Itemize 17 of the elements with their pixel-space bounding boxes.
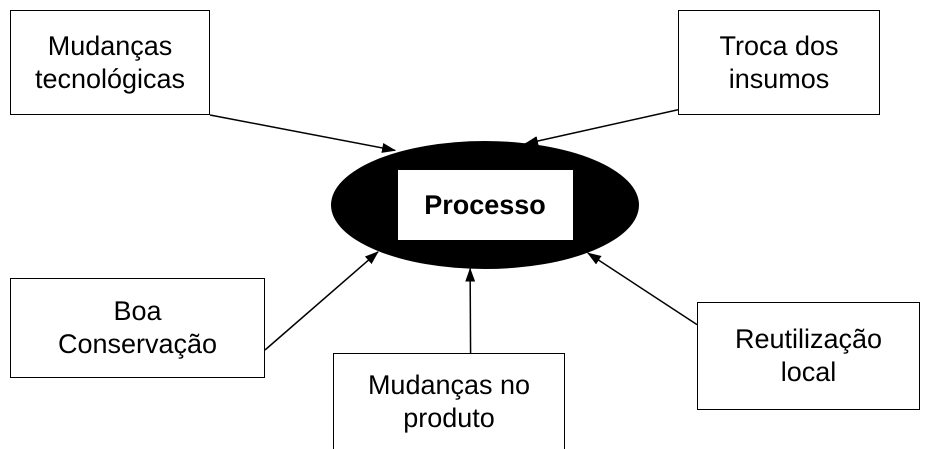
factor-label: Reutilização local — [734, 323, 884, 389]
factor-box — [697, 302, 920, 410]
factor-label: Mudanças tecnológicas — [34, 30, 186, 96]
process-ellipse — [330, 140, 640, 270]
arrow — [264, 251, 379, 351]
arrow — [587, 252, 698, 326]
process-label: Processo — [398, 170, 572, 240]
factor-label: Troca dos insumos — [718, 30, 840, 96]
factor-box — [10, 10, 210, 115]
arrow — [465, 268, 476, 353]
factor-box — [333, 353, 565, 449]
factor-box — [678, 10, 880, 115]
arrow — [210, 114, 396, 153]
arrow — [524, 109, 678, 146]
factor-label: Boa Conservação — [56, 295, 218, 361]
factor-box — [10, 278, 265, 378]
factor-label: Mudanças no produto — [366, 368, 532, 434]
